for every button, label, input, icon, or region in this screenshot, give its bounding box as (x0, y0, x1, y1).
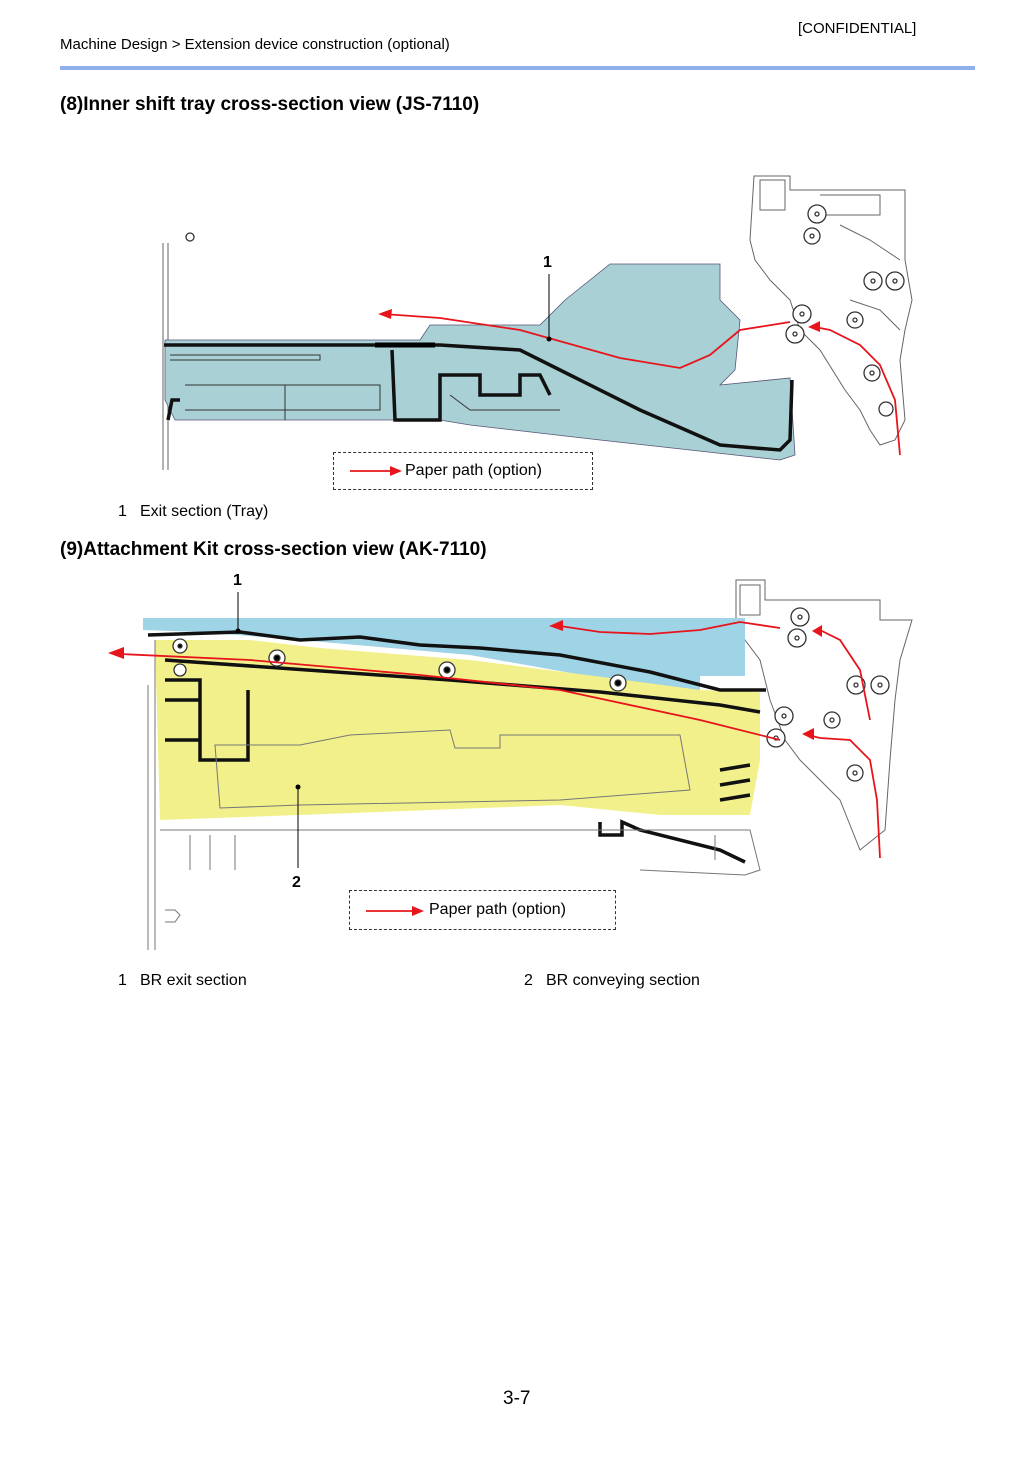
section-title-attachment-kit: (9)Attachment Kit cross-section view (AK… (60, 539, 487, 560)
page-number: 3-7 (503, 1388, 531, 1409)
paper-path-9 (119, 621, 881, 859)
section-title-inner-shift-tray: (8)Inner shift tray cross-section view (… (60, 94, 480, 115)
br-conveying-section-highlight (155, 640, 760, 820)
red-arrow-icon (350, 466, 402, 476)
caption-exit-section: 1 Exit section (Tray) (118, 503, 268, 521)
exit-section-tray-highlight (164, 263, 796, 461)
caption-number: 2 (524, 972, 533, 989)
legend-label: Paper path (option) (405, 462, 542, 479)
caption-text: BR conveying section (546, 972, 700, 989)
confidential-label: [CONFIDENTIAL] (798, 20, 917, 37)
red-arrow-icon (366, 906, 424, 916)
caption-number: 1 (118, 972, 127, 989)
legend-paper-path: Paper path (option) (349, 890, 616, 930)
caption-text: BR exit section (140, 972, 247, 989)
legend-paper-path: Paper path (option) (333, 452, 593, 490)
paper-path-8 (382, 313, 901, 456)
br-exit-section-highlight (143, 618, 745, 690)
legend-label: Paper path (option) (429, 901, 566, 918)
caption-text: Exit section (Tray) (140, 503, 269, 520)
breadcrumb: Machine Design > Extension device constr… (60, 36, 450, 53)
header-divider (60, 66, 975, 70)
caption-br-exit-section: 1 BR exit section (118, 972, 247, 990)
caption-br-conveying-section: 2 BR conveying section (524, 972, 700, 990)
callout-number-1: 1 (233, 572, 242, 589)
caption-number: 1 (118, 503, 127, 520)
callout-number-1: 1 (543, 254, 552, 271)
callout-number-2: 2 (292, 874, 301, 891)
